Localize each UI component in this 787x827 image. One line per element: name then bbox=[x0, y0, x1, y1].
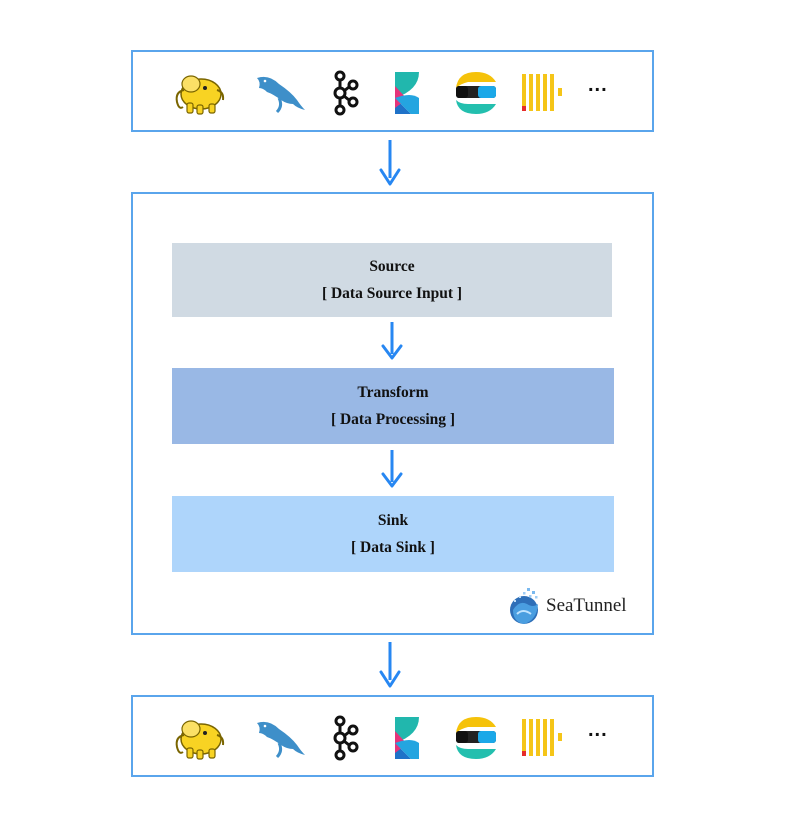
sink-title: Sink bbox=[377, 512, 409, 529]
seatunnel-brand: SeaTunnel bbox=[505, 586, 650, 626]
elasticsearch-icon bbox=[448, 715, 504, 761]
source-stage: Source [ Data Source Input ] bbox=[172, 243, 612, 317]
output-connectors-box: ... bbox=[131, 695, 654, 777]
clickhouse-icon bbox=[514, 715, 570, 761]
input-connectors-box: ... bbox=[131, 50, 654, 132]
input-connector-logos: ... bbox=[133, 52, 652, 130]
arrow-transform-to-sink bbox=[381, 450, 403, 492]
transform-stage: Transform [ Data Processing ] bbox=[172, 368, 614, 444]
kafka-icon bbox=[316, 70, 372, 116]
kafka-icon bbox=[316, 715, 372, 761]
sink-subtitle: [ Data Sink ] bbox=[351, 539, 435, 556]
elasticsearch-icon bbox=[448, 70, 504, 116]
mysql-dolphin-icon bbox=[251, 715, 307, 761]
arrow-input-to-seatunnel bbox=[379, 140, 401, 188]
seatunnel-logo-icon bbox=[505, 586, 543, 626]
source-subtitle: [ Data Source Input ] bbox=[321, 285, 463, 302]
kibana-icon bbox=[377, 70, 433, 116]
more-connectors-ellipsis: ... bbox=[588, 719, 608, 741]
mysql-dolphin-icon bbox=[251, 70, 307, 116]
seatunnel-engine-box: Source [ Data Source Input ] Transform [… bbox=[131, 192, 654, 635]
transform-title: Transform bbox=[357, 384, 429, 401]
hadoop-elephant-icon bbox=[171, 715, 227, 761]
seatunnel-brand-name: SeaTunnel bbox=[546, 595, 627, 616]
output-connector-logos: ... bbox=[133, 697, 652, 775]
transform-subtitle: [ Data Processing ] bbox=[330, 411, 456, 428]
arrow-seatunnel-to-output bbox=[379, 642, 401, 690]
arrow-source-to-transform bbox=[381, 322, 403, 364]
kibana-icon bbox=[377, 715, 433, 761]
more-connectors-ellipsis: ... bbox=[588, 74, 608, 96]
source-title: Source bbox=[369, 258, 415, 275]
clickhouse-icon bbox=[514, 70, 570, 116]
hadoop-elephant-icon bbox=[171, 70, 227, 116]
sink-stage: Sink [ Data Sink ] bbox=[172, 496, 614, 572]
